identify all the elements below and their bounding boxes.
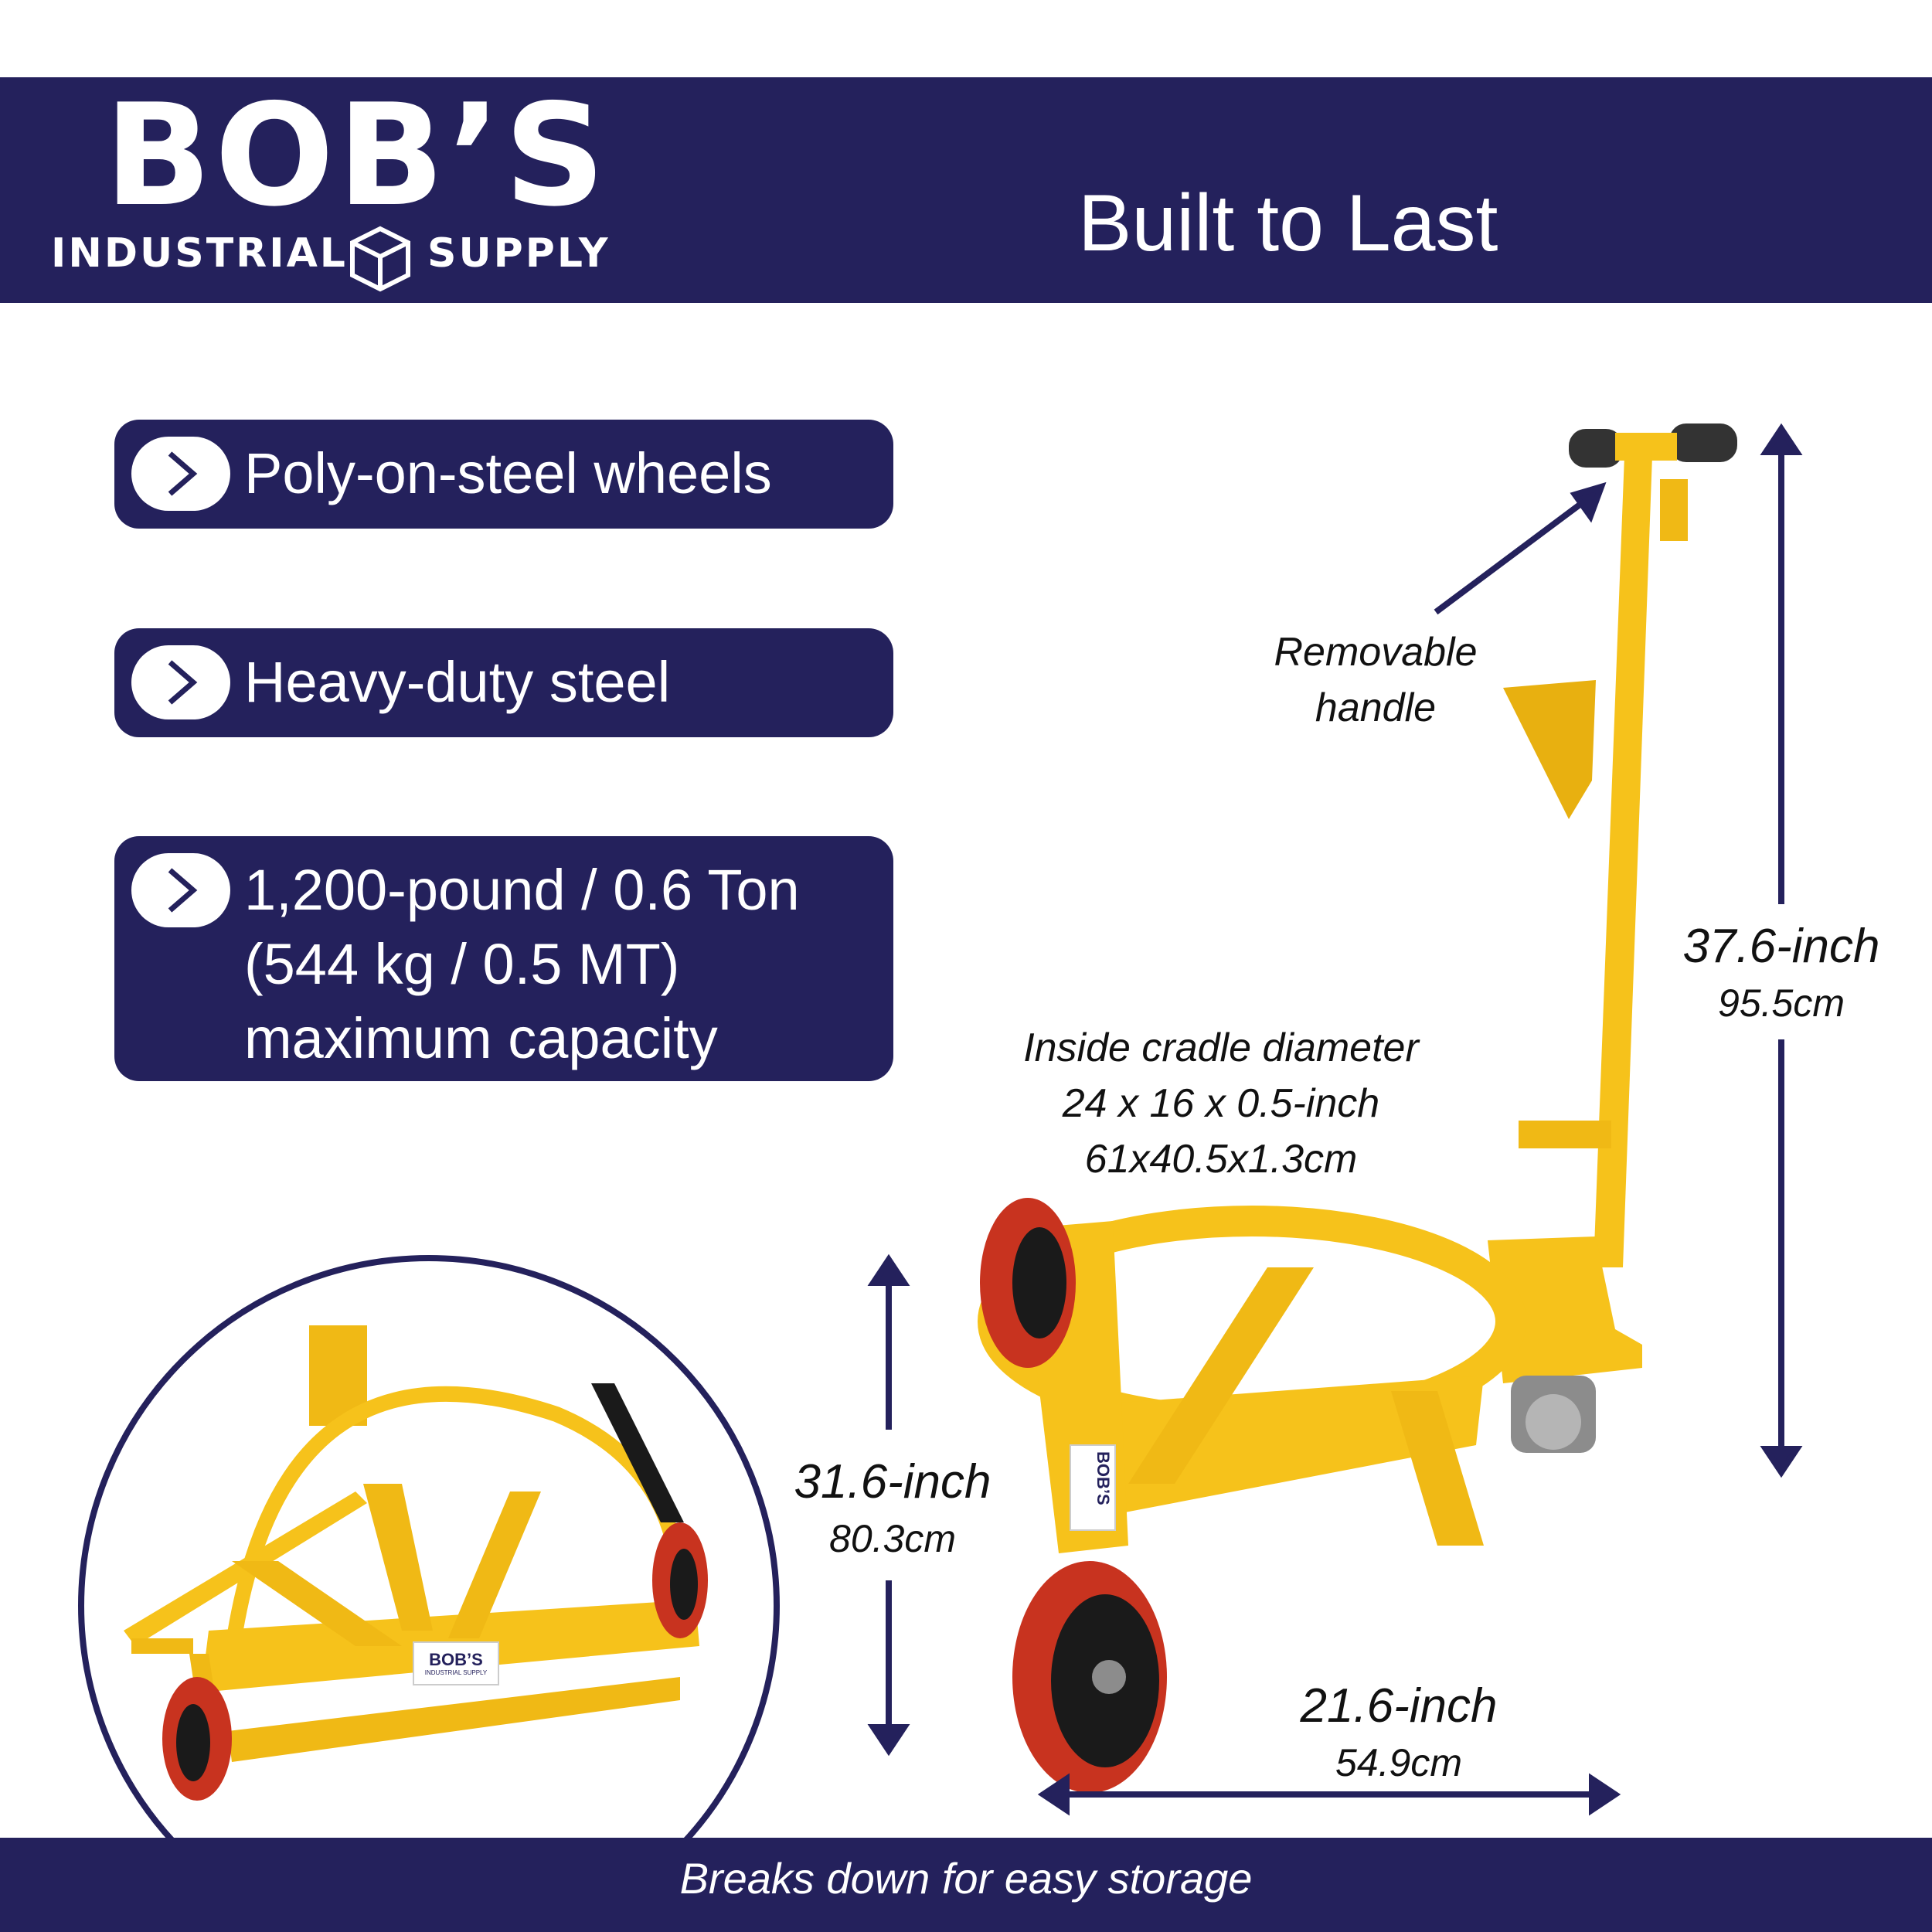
tagline: Built to Last xyxy=(1078,179,1498,268)
brand-logo-sub-right: SUPPLY xyxy=(427,230,611,277)
chevron-right-icon xyxy=(168,451,198,496)
handle-grip-right xyxy=(1669,423,1737,462)
chevron-right-icon xyxy=(168,660,198,705)
chevron-badge xyxy=(131,853,230,927)
total-height-annotation: 37.6-inch 95.5cm xyxy=(1682,920,1880,1025)
chevron-badge xyxy=(131,437,230,511)
header-banner: BOB’S INDUSTRIAL SUPPLY Built to Last xyxy=(0,77,1932,303)
footer-banner: Breaks down for easy storage xyxy=(0,1838,1932,1932)
chevron-badge xyxy=(131,645,230,719)
feature-text-line: Poly-on-steel wheels xyxy=(244,441,772,505)
feature-text-line: maximum capacity xyxy=(244,1006,718,1070)
feature-text-line: 1,200-pound / 0.6 Ton xyxy=(244,858,800,922)
feature-callout-steel: Heavy-duty steel xyxy=(114,628,893,737)
feature-callout-capacity: 1,200-pound / 0.6 Ton (544 kg / 0.5 MT) … xyxy=(114,836,893,1081)
product-label-detail: BOB’S xyxy=(429,1650,483,1669)
box-icon xyxy=(350,226,410,292)
brand-logo-sub-left: INDUSTRIAL xyxy=(51,230,348,277)
cradle-diameter-annotation: Inside cradle diameter 24 x 16 x 0.5-inc… xyxy=(1023,1026,1419,1182)
dimension-arrows xyxy=(867,423,1803,1816)
brand-logo-main: BOB’S xyxy=(104,73,609,237)
chevron-right-icon xyxy=(168,868,198,913)
drum-dolly-disassembled xyxy=(124,1325,708,1801)
detail-circle xyxy=(78,1255,780,1932)
handle-post xyxy=(1594,456,1652,1267)
feature-callout-wheels: Poly-on-steel wheels xyxy=(114,420,893,529)
product-label-detail-sub: INDUSTRIAL SUPPLY xyxy=(424,1669,488,1676)
feature-text-line: (544 kg / 0.5 MT) xyxy=(244,932,680,996)
drum-dolly-assembled xyxy=(978,423,1737,1793)
cradle-height-annotation: 31.6-inch 80.3cm xyxy=(794,1455,992,1560)
feature-text-line: Heavy-duty steel xyxy=(244,650,671,714)
width-annotation: 21.6-inch 54.9cm xyxy=(1300,1679,1498,1784)
footer-caption: Breaks down for easy storage xyxy=(679,1854,1253,1903)
handle-grip-left xyxy=(1569,429,1623,468)
product-label-main: BOB’S xyxy=(1094,1451,1113,1505)
handle-pointer-arrow xyxy=(1434,495,1590,615)
handle-annotation: Removable handle xyxy=(1274,630,1478,730)
